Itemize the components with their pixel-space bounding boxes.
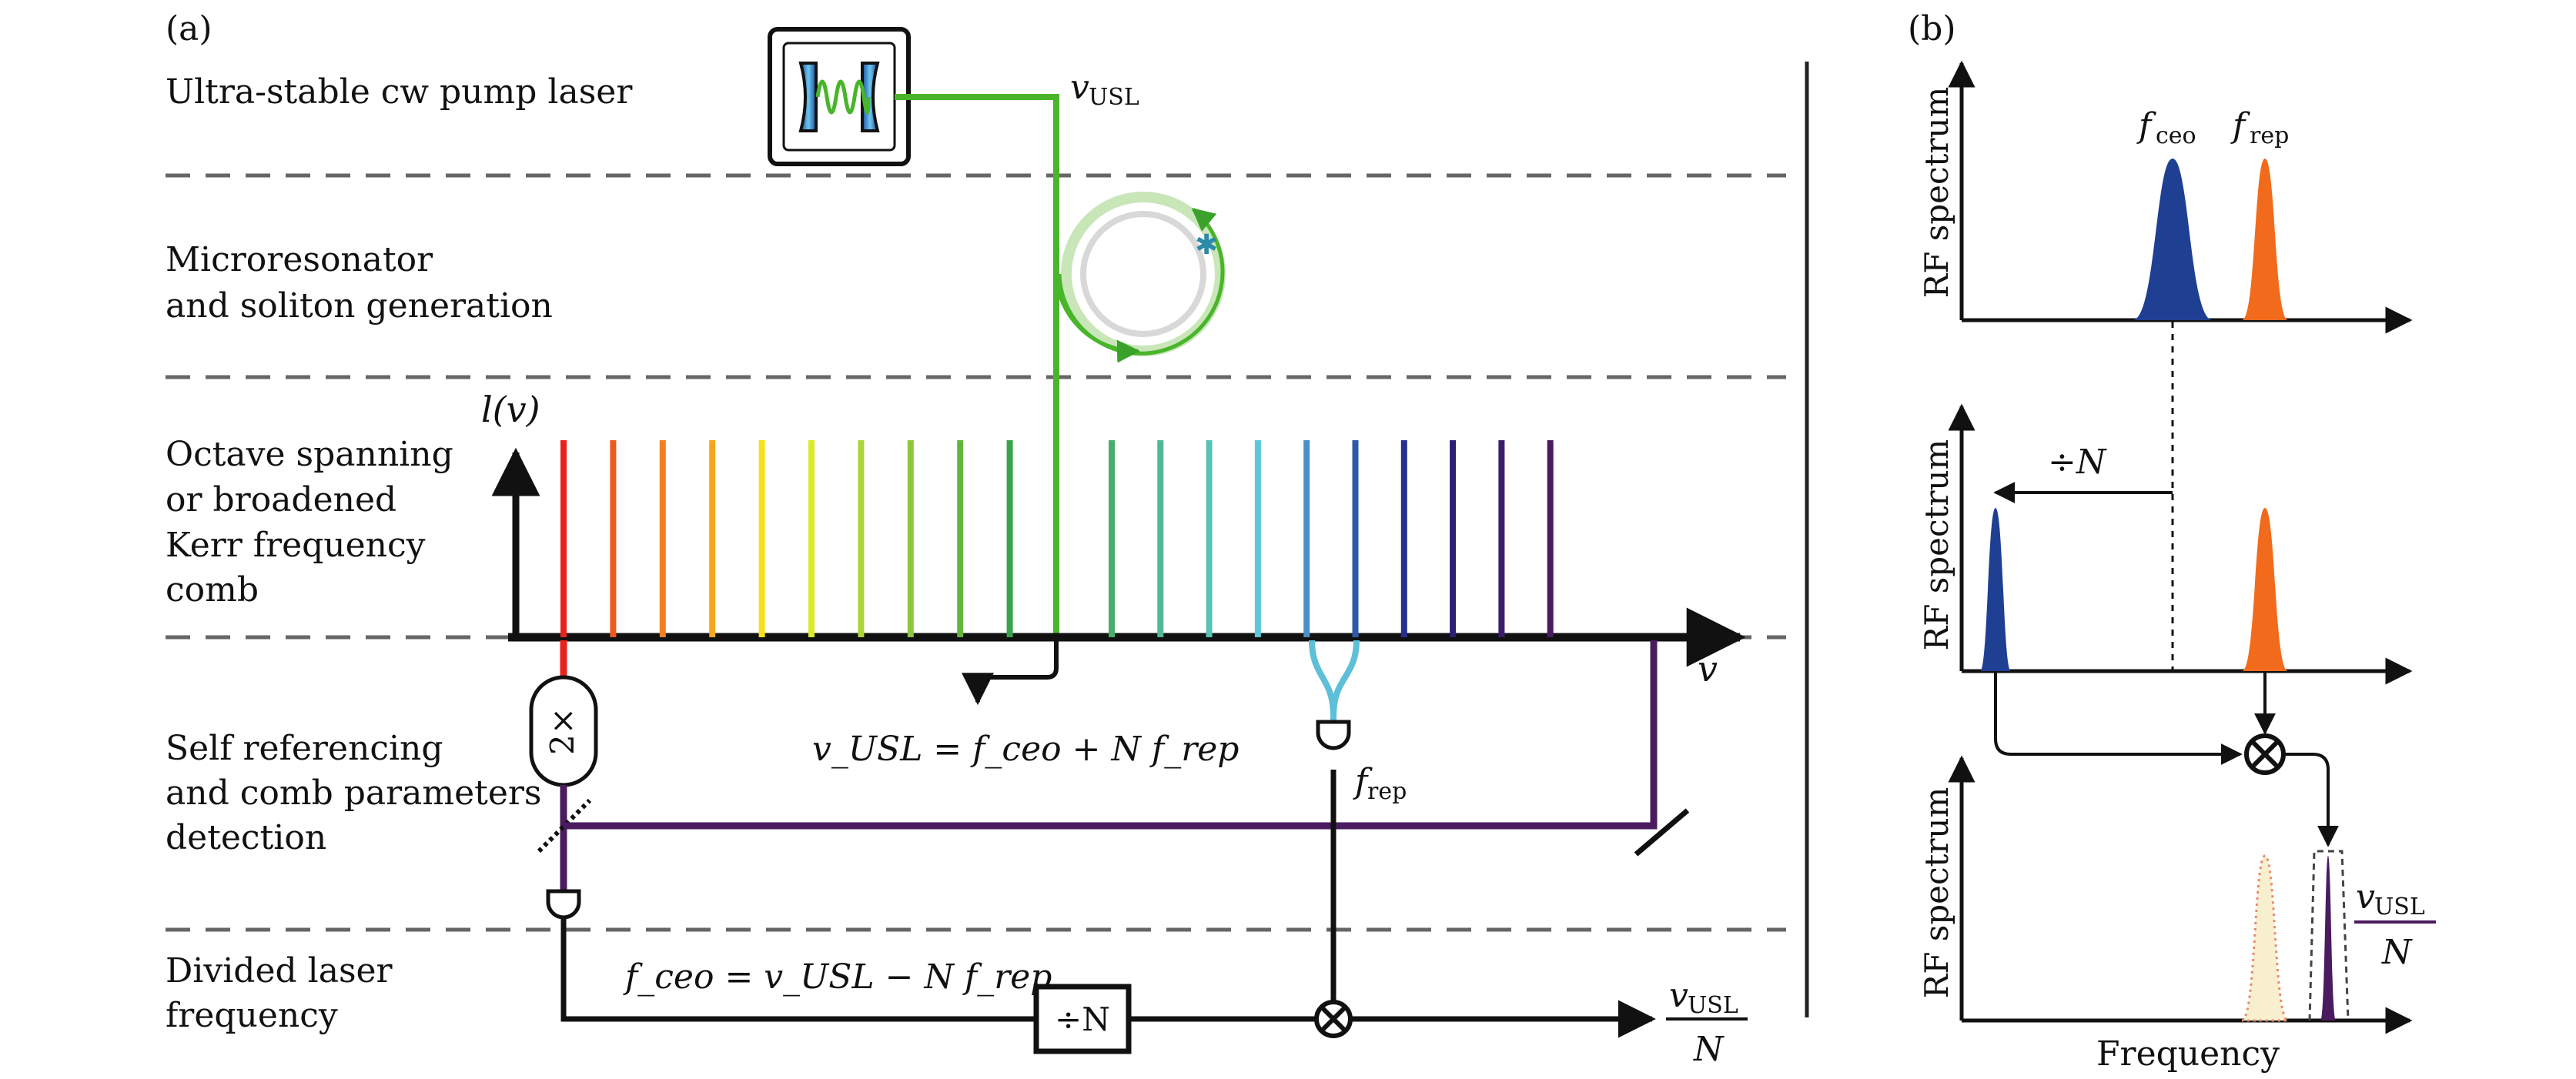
frep-photodetector	[1316, 720, 1351, 750]
v-usl-label: v USL	[1070, 68, 1139, 111]
svg-text:RF spectrum: RF spectrum	[1918, 87, 1955, 299]
section-label-divided-2: frequency	[166, 996, 338, 1035]
svg-text:f: f	[2136, 106, 2156, 145]
comb-lines	[560, 440, 1554, 637]
f-rep-label: f rep	[1353, 762, 1407, 805]
divider-box: ÷N	[1033, 984, 1132, 1054]
frep-branch	[1309, 640, 1360, 717]
section-label-comb-2: or broadened	[166, 480, 396, 519]
purple-branch	[564, 640, 1658, 830]
svg-text:USL: USL	[1688, 992, 1738, 1019]
section-label-comb-1: Octave spanning	[166, 435, 453, 474]
svg-text:v: v	[1669, 976, 1688, 1015]
output-filter-window	[2308, 850, 2350, 1021]
svg-text:rep: rep	[2250, 122, 2289, 149]
svg-text:N: N	[2381, 933, 2413, 972]
x-axis-label: Frequency	[2096, 1034, 2280, 1074]
section-label-soliton: and soliton generation	[166, 286, 553, 326]
peak-frep-2	[2242, 508, 2288, 671]
doubler-2x: 2×	[529, 675, 598, 787]
svg-text:USL: USL	[1089, 84, 1139, 111]
svg-text:rep: rep	[1367, 778, 1407, 805]
section-label-comb-3: Kerr frequency	[166, 526, 426, 565]
equation-usl: v_USL = f_ceo + N f_rep	[812, 730, 1239, 769]
section-label-selfref-2: and comb parameters	[166, 773, 542, 813]
equation-fceo: f_ceo = v_USL − N f_rep	[623, 957, 1052, 997]
svg-text:ceo: ceo	[2156, 122, 2196, 149]
svg-text:v: v	[1070, 68, 1089, 107]
freq-axis-label: v	[1698, 648, 1718, 690]
peak-frep	[2242, 159, 2288, 320]
section-label-microresonator: Microresonator	[166, 240, 433, 279]
peak-fceo-divided	[1980, 508, 2011, 671]
mixer-b	[2244, 733, 2286, 775]
svg-text:÷N: ÷N	[1055, 1000, 1110, 1038]
section-label-comb-4: comb	[166, 570, 259, 610]
mixer-input-ceo	[1994, 673, 2243, 765]
mirror	[1634, 808, 1690, 857]
svg-text:RF spectrum: RF spectrum	[1918, 787, 1955, 999]
pump-to-equation	[962, 639, 1059, 706]
ceo-signal-line	[560, 917, 1036, 1022]
section-label-divided-1: Divided laser	[166, 951, 393, 990]
rf-plot-1: RF spectrum f ceo f rep	[1918, 60, 2413, 334]
microresonator-ring: ✱	[1054, 192, 1226, 363]
output-fraction: v USL N	[1666, 976, 1748, 1069]
laser-icon	[768, 27, 911, 166]
pump-beam	[895, 94, 1059, 639]
svg-text:✱: ✱	[1195, 229, 1218, 261]
rf-plot-2: RF spectrum ÷N	[1918, 403, 2413, 685]
rf-plot-3: RF spectrum Frequency v USL N	[1918, 755, 2436, 1074]
ghost-peak	[2240, 854, 2290, 1022]
mixer-output	[2283, 753, 2339, 847]
svg-text:f: f	[2230, 106, 2250, 145]
section-labels: Ultra-stable cw pump laser Microresonato…	[166, 72, 633, 1035]
svg-text:N: N	[1693, 1030, 1725, 1069]
svg-text:v: v	[2356, 877, 2375, 917]
section-label-pump: Ultra-stable cw pump laser	[166, 72, 633, 112]
ceo-photodetector	[546, 889, 581, 920]
svg-text:2×: 2×	[544, 707, 581, 755]
section-label-selfref-1: Self referencing	[166, 729, 443, 768]
intensity-axis-label: l(v)	[481, 389, 540, 430]
section-label-selfref-3: detection	[166, 818, 326, 857]
panel-a-tag: (a)	[166, 9, 212, 48]
svg-text:RF spectrum: RF spectrum	[1918, 439, 1955, 651]
peak-output	[2320, 856, 2336, 1021]
panel-b-tag: (b)	[1908, 9, 1956, 48]
peak-fceo	[2133, 159, 2213, 320]
svg-text:÷N: ÷N	[2048, 443, 2107, 482]
mixer-a	[1314, 770, 1353, 1038]
svg-text:USL: USL	[2374, 894, 2425, 920]
